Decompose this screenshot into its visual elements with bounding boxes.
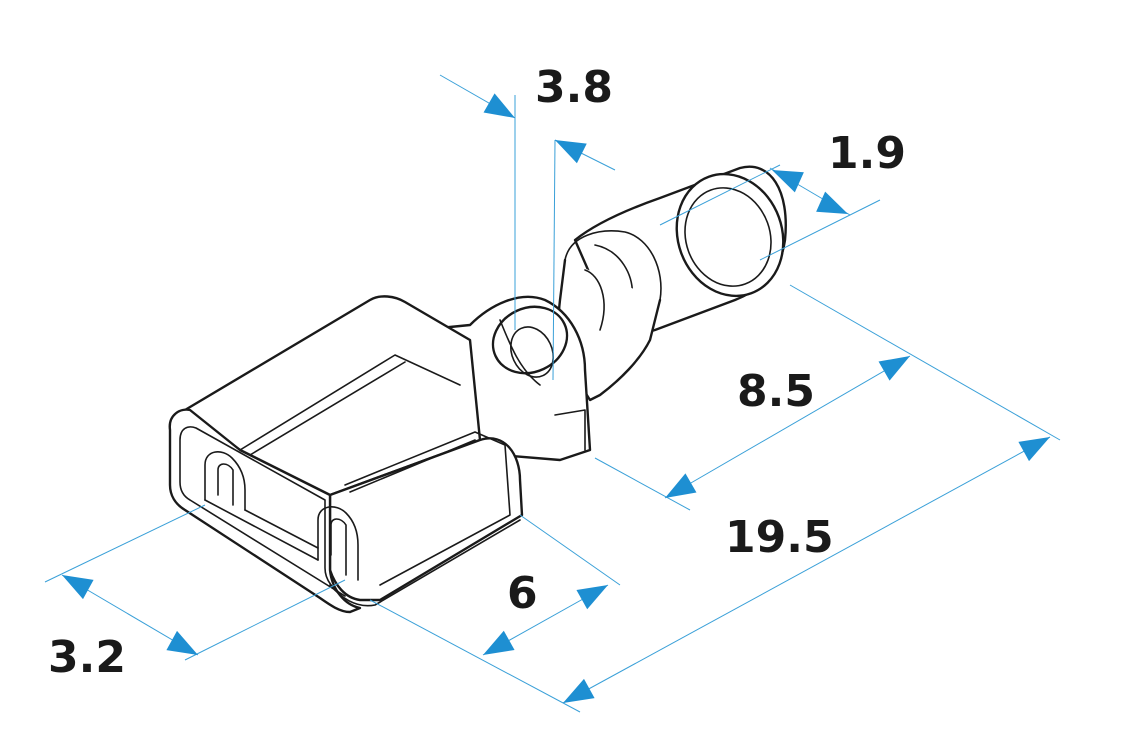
- dim-19-5-arrow-right: [1018, 437, 1050, 462]
- dim-1-9-arrow-bottom: [816, 191, 848, 214]
- dim-6-arrow-bottom: [483, 630, 515, 655]
- dimension-label-8-5: 8.5: [737, 366, 815, 417]
- dim-8-5-arrow-right: [878, 356, 910, 381]
- dim-6-arrow-top: [576, 585, 608, 610]
- dim-19-5-line: [562, 436, 1051, 704]
- dim-3-2-arrow-bottom: [166, 630, 198, 655]
- dim-19-5-arrow-left: [563, 678, 595, 703]
- dim-3-8-extension-right: [552, 139, 556, 381]
- dimension-label-3-8: 3.8: [535, 62, 613, 113]
- dim-3-2-extension-top: [44, 504, 206, 583]
- dim-8-5-line: [664, 355, 911, 499]
- dimension-label-6: 6: [507, 568, 538, 619]
- dimension-label-3-2: 3.2: [48, 632, 126, 683]
- dim-1-9-extension-top: [659, 164, 781, 226]
- dim-8-5-arrow-left: [665, 473, 697, 498]
- dim-6-extension-top: [519, 514, 621, 586]
- dim-3-8-arrow-right: [555, 140, 587, 164]
- dim-8-5-extension-right: [789, 284, 1061, 441]
- dimension-label-1-9: 1.9: [828, 128, 906, 179]
- dim-1-9-extension-bottom: [759, 199, 881, 261]
- dim-3-8-arrow-left: [483, 93, 515, 118]
- dim-3-2-arrow-top: [62, 575, 94, 600]
- female-spade-terminal: [168, 165, 787, 614]
- dim-1-9-arrow-top: [772, 170, 804, 193]
- dimension-label-19-5: 19.5: [725, 512, 834, 563]
- dimension-annotations: [44, 74, 1061, 713]
- dim-19-5-extension-left: [369, 599, 581, 713]
- dim-3-2-extension-bottom: [184, 579, 346, 661]
- receptacle-body: [168, 295, 524, 614]
- dim-8-5-extension-left: [594, 457, 691, 511]
